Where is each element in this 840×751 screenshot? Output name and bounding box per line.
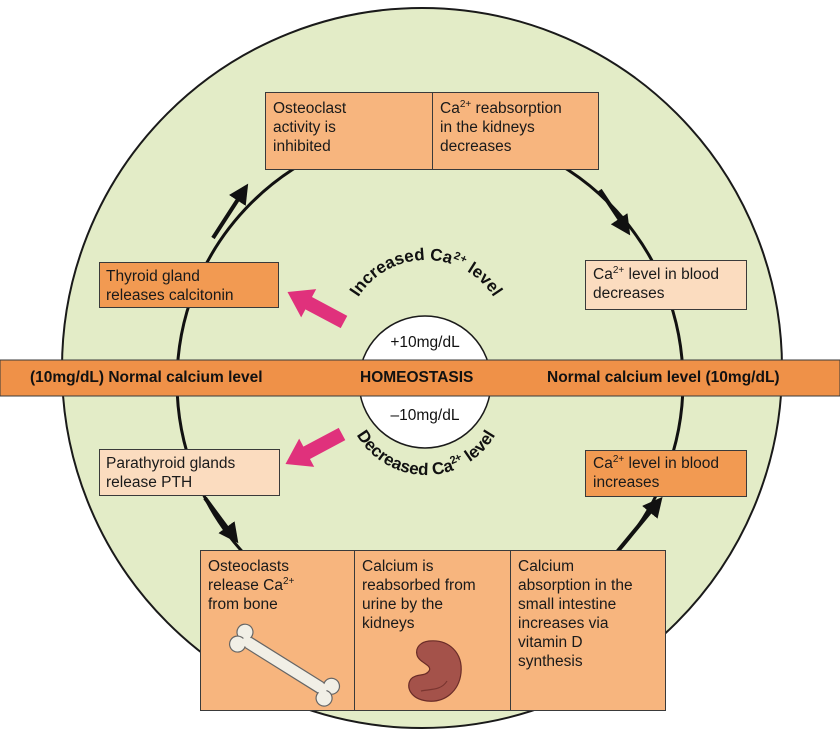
loop-arrow-top-left: [211, 183, 249, 240]
bottom-response-box: Osteoclasts release Ca2+ from bone Calci…: [200, 550, 666, 711]
thyroid-box: Thyroid gland releases calcitonin: [99, 262, 279, 308]
band-center-label: HOMEOSTASIS: [360, 369, 474, 386]
decrease-arrow: [285, 427, 346, 467]
homeostasis-band: [0, 359, 840, 397]
reabsorption-decreases-cell: Ca2+ reabsorption in the kidneys decreas…: [440, 99, 562, 156]
calcium-reabsorbed-cell: Calcium is reabsorbed from urine by the …: [355, 551, 511, 710]
band-left-label: (10mg/dL) Normal calcium level: [30, 369, 263, 386]
kidney-icon: [408, 640, 462, 702]
bone-icon: [228, 623, 341, 707]
loop-arrow-bottom-right: [615, 496, 663, 554]
top-response-box: Osteoclast activity is inhibited Ca2+ re…: [265, 92, 599, 170]
parathyroid-box: Parathyroid glands release PTH: [99, 449, 280, 496]
blood-increases-box: Ca2+ level in blood increases: [585, 450, 747, 497]
calcium-absorption-cell: Calcium absorption in the small intestin…: [518, 558, 633, 670]
increase-arrow: [287, 289, 348, 329]
decreased-value: –10mg/dL: [390, 407, 460, 424]
osteoclast-inhibited-cell: Osteoclast activity is inhibited: [266, 93, 433, 169]
band-right-label: Normal calcium level (10mg/dL): [547, 369, 780, 386]
blood-decreases-box: Ca2+ level in blood decreases: [585, 260, 747, 310]
increased-value: +10mg/dL: [390, 334, 460, 351]
osteoclasts-release-cell: Osteoclasts release Ca2+ from bone: [201, 551, 355, 710]
loop-arrow-bottom-left: [203, 496, 239, 544]
loop-arrow-top-right: [598, 188, 631, 236]
